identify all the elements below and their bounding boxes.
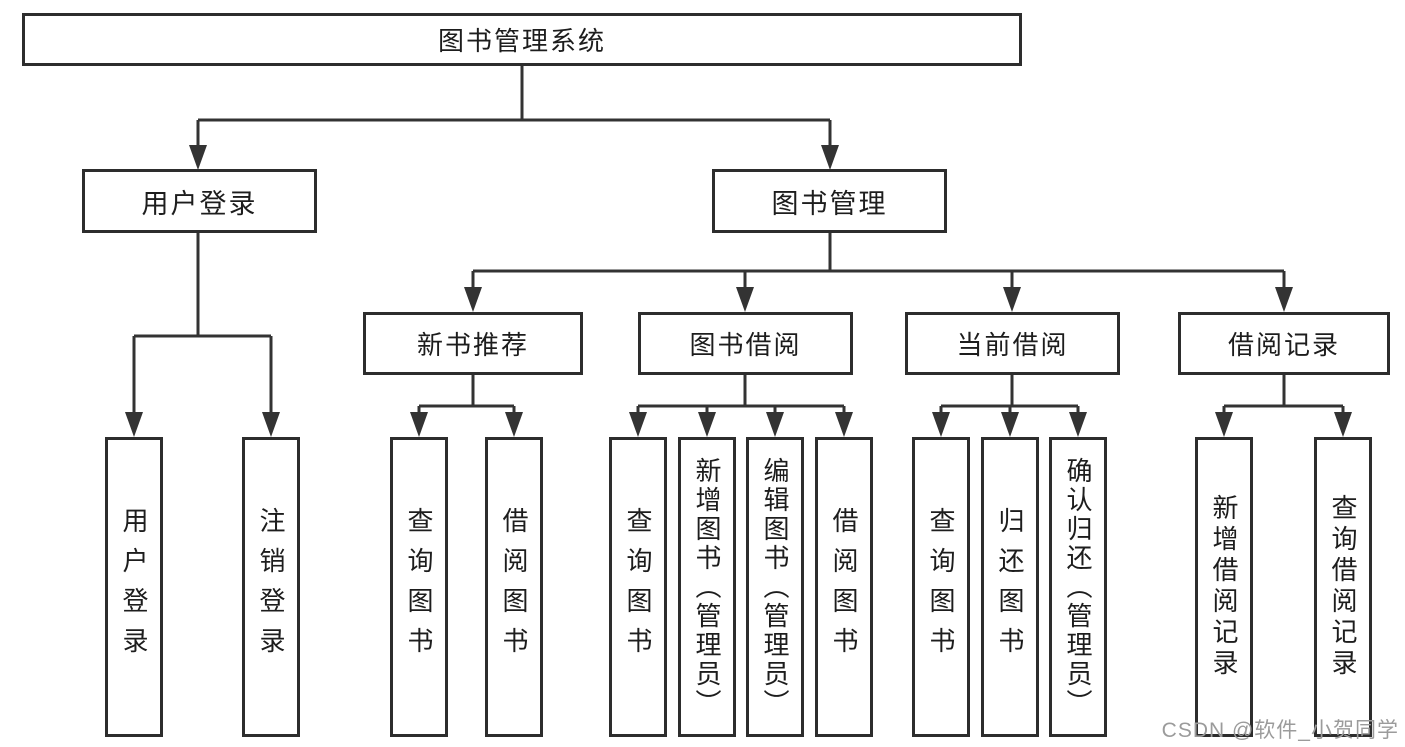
node-label: 图书借阅 bbox=[689, 330, 802, 360]
node-label: 用户登录 bbox=[141, 188, 258, 219]
node-label: 查询图书 bbox=[623, 507, 653, 667]
node-label: 归还图书 bbox=[995, 507, 1025, 667]
arrowheads bbox=[125, 145, 1352, 437]
leaf-edit-book-admin: 编辑图书（管理员） bbox=[746, 437, 804, 737]
node-label: 编辑图书（管理员） bbox=[760, 456, 790, 718]
node-label: 查询图书 bbox=[926, 507, 956, 667]
node-label: 借阅记录 bbox=[1227, 330, 1340, 360]
node-label: 查询图书 bbox=[404, 507, 434, 667]
node-label: 图书管理 bbox=[771, 188, 888, 219]
node-label: 确认归还（管理员） bbox=[1063, 456, 1093, 718]
node-label: 当前借阅 bbox=[956, 330, 1069, 360]
leaf-query-books-recommend: 查询图书 bbox=[390, 437, 448, 737]
leaf-query-books-current: 查询图书 bbox=[912, 437, 970, 737]
node-label: 注销登录 bbox=[256, 507, 286, 667]
node-label: 借阅图书 bbox=[499, 507, 529, 667]
node-label: 新增借阅记录 bbox=[1209, 494, 1239, 680]
leaf-query-books-borrow: 查询图书 bbox=[609, 437, 667, 737]
node-book-management: 图书管理 bbox=[712, 169, 947, 233]
tree-edges bbox=[132, 66, 1345, 414]
node-user-login: 用户登录 bbox=[82, 169, 317, 233]
node-library-management-system: 图书管理系统 bbox=[22, 13, 1022, 66]
node-label: 借阅图书 bbox=[829, 507, 859, 667]
leaf-borrow-books-recommend: 借阅图书 bbox=[485, 437, 543, 737]
leaf-add-book-admin: 新增图书（管理员） bbox=[678, 437, 736, 737]
node-borrowing-records: 借阅记录 bbox=[1178, 312, 1390, 375]
csdn-watermark: CSDN @软件_小贺同学 bbox=[1161, 719, 1399, 742]
node-new-book-recommendation: 新书推荐 bbox=[363, 312, 583, 375]
node-label: 用户登录 bbox=[119, 507, 149, 667]
leaf-add-borrow-record: 新增借阅记录 bbox=[1195, 437, 1253, 737]
leaf-user-login: 用户登录 bbox=[105, 437, 163, 737]
node-book-borrowing: 图书借阅 bbox=[638, 312, 853, 375]
leaf-return-book: 归还图书 bbox=[981, 437, 1039, 737]
node-label: 新书推荐 bbox=[416, 330, 529, 360]
leaf-confirm-return-admin: 确认归还（管理员） bbox=[1049, 437, 1107, 737]
node-current-borrowing: 当前借阅 bbox=[905, 312, 1120, 375]
node-label: 图书管理系统 bbox=[437, 26, 606, 56]
leaf-query-borrow-record: 查询借阅记录 bbox=[1314, 437, 1372, 737]
leaf-logout: 注销登录 bbox=[242, 437, 300, 737]
node-label: 新增图书（管理员） bbox=[692, 456, 722, 718]
node-label: 查询借阅记录 bbox=[1328, 494, 1358, 680]
leaf-borrow-books: 借阅图书 bbox=[815, 437, 873, 737]
